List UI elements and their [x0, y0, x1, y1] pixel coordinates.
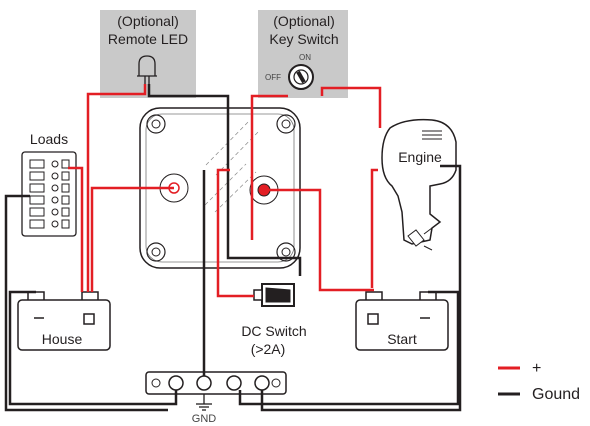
key-on-label: ON: [299, 53, 311, 62]
ground-bus-bar: [145, 371, 287, 395]
loads-label: Loads: [30, 131, 68, 147]
key-switch-name: Key Switch: [269, 31, 338, 47]
house-label: House: [42, 331, 83, 347]
key-switch-title: (Optional): [273, 13, 334, 29]
key-off-label: OFF: [265, 73, 281, 82]
ground-wires: [4, 84, 462, 412]
key-switch-icon: [288, 64, 314, 90]
led-icon: [137, 55, 157, 84]
remote-led-name: Remote LED: [108, 31, 188, 47]
start-battery-icon: [355, 291, 449, 351]
engine-icon: [381, 118, 457, 251]
legend: + Gound: [498, 360, 580, 403]
dc-switch-icon: [253, 283, 295, 307]
start-label: Start: [387, 331, 417, 347]
gnd-label: GND: [192, 413, 217, 425]
remote-led-box: [100, 10, 196, 98]
house-battery-icon: [17, 291, 111, 351]
legend-ground-label: Gound: [532, 386, 580, 403]
positive-wires: [68, 84, 382, 298]
dc-switch-rating: (>2A): [251, 341, 286, 357]
loads-panel-icon: [21, 151, 77, 237]
dc-switch-name: DC Switch: [241, 323, 306, 339]
ground-symbol-icon: [196, 394, 212, 411]
remote-led-title: (Optional): [117, 13, 178, 29]
engine-label: Engine: [398, 149, 442, 165]
legend-positive-label: +: [532, 360, 541, 377]
